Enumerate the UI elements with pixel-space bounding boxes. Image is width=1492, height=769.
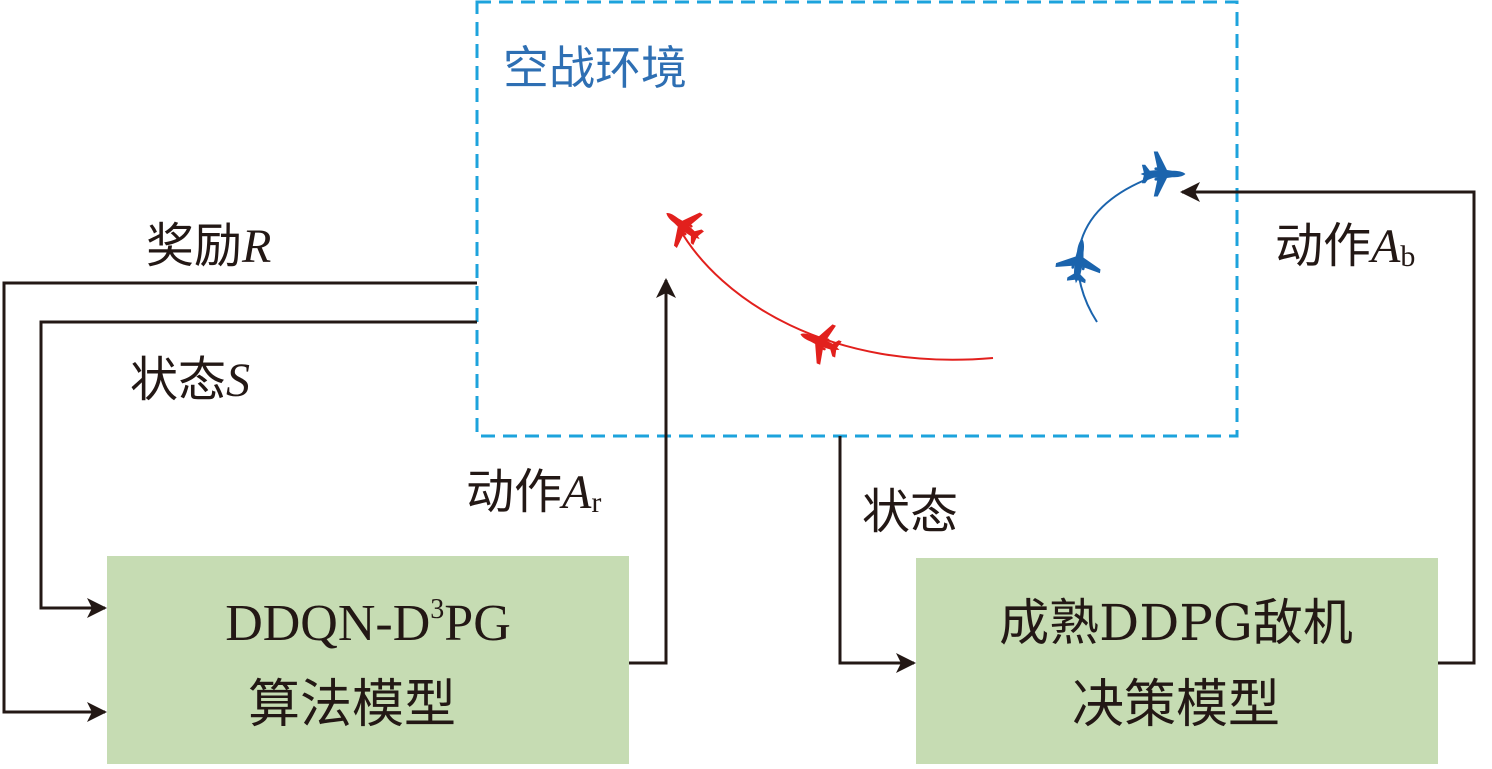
environment-title: 空战环境 (503, 41, 687, 95)
enemy-model-subtitle: 决策模型 (1072, 675, 1280, 735)
red-aircraft-trailing-icon (792, 314, 848, 370)
reward-arrow (2, 281, 477, 722)
state-label: 状态S (130, 352, 250, 408)
enemy-state-arrow (838, 436, 916, 673)
enemy-state-label: 状态 (862, 484, 958, 540)
blue-aircraft-leading-icon (1140, 151, 1186, 197)
red-trajectory (678, 227, 994, 361)
environment-box (475, 0, 1239, 438)
blue-aircraft-trailing-icon (1053, 235, 1105, 287)
enemy-model-title: 成熟DDPG敌机 (999, 594, 1353, 652)
blue-trajectory (1077, 174, 1159, 323)
state-arrow (39, 320, 477, 618)
enemy-model-box (916, 558, 1438, 764)
reward-label: 奖励R (146, 218, 271, 274)
red-aircraft-leading-icon (653, 196, 713, 256)
blue-action-label: 动作Ab (1275, 218, 1415, 274)
red-action-label: 动作Ar (466, 464, 601, 520)
red-action-arrow (629, 278, 676, 665)
agent-model-box (107, 556, 629, 764)
agent-model-subtitle: 算法模型 (248, 675, 456, 735)
agent-model-title: DDQN-D3PG (225, 594, 511, 652)
blue-action-arrow (1180, 182, 1476, 665)
